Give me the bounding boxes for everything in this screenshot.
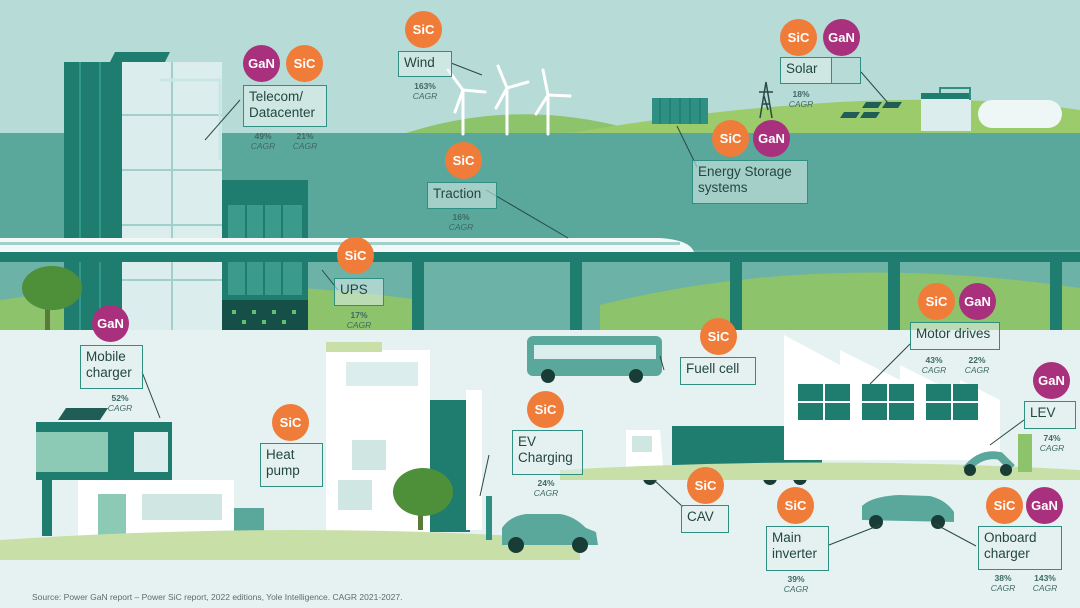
sic-badge-traction: SiC	[445, 142, 482, 179]
factory	[784, 335, 1000, 460]
sic-badge-onboard-charger: SiC	[986, 487, 1023, 524]
cagr-onboard-charger-gan: 143%CAGR	[1032, 573, 1058, 593]
tree-left	[22, 266, 82, 330]
label-onboard-charger: Onboard charger	[978, 526, 1062, 570]
label-telecom-datacenter: Telecom/ Datacenter	[243, 85, 327, 127]
label-heat-pump: Heat pump	[260, 443, 323, 487]
sic-badge-telecom: SiC	[286, 45, 323, 82]
label-lev: LEV	[1024, 401, 1076, 429]
sic-badge-heat-pump: SiC	[272, 404, 309, 441]
cagr-motor-drives-sic: 43%CAGR	[921, 355, 947, 375]
label-fuel-cell: Fuell cell	[680, 357, 756, 385]
label-ups: UPS	[334, 278, 384, 306]
sic-badge-wind: SiC	[405, 11, 442, 48]
scooter	[962, 434, 1032, 476]
sic-badge-solar: SiC	[780, 19, 817, 56]
wind-turbines	[446, 64, 572, 136]
label-mobile-charger: Mobile charger	[80, 345, 143, 389]
cagr-ups: 17%CAGR	[346, 310, 372, 330]
gan-badge-motor-drives: GaN	[959, 283, 996, 320]
wind-hill	[400, 114, 640, 135]
cagr-telecom-sic: 21%CAGR	[292, 131, 318, 151]
label-cav: CAV	[681, 505, 729, 533]
suv-car	[862, 495, 954, 529]
gan-badge-mobile-charger: GaN	[92, 305, 129, 342]
cagr-traction: 16%CAGR	[448, 212, 474, 232]
sic-badge-cav: SiC	[687, 467, 724, 504]
hydrogen-plant	[921, 87, 1062, 131]
house-left	[36, 408, 264, 538]
cagr-solar: 18%CAGR	[788, 89, 814, 109]
sic-badge-motor-drives: SiC	[918, 283, 955, 320]
cagr-lev: 74%CAGR	[1039, 433, 1065, 453]
gan-badge-telecom: GaN	[243, 45, 280, 82]
label-motor-drives: Motor drives	[910, 322, 1000, 350]
label-wind: Wind	[398, 51, 452, 77]
power-pylon	[759, 81, 773, 119]
sic-badge-ups: SiC	[337, 237, 374, 274]
telecom-tower	[64, 52, 222, 330]
cagr-main-inverter: 39%CAGR	[783, 574, 809, 594]
label-energy-storage: Energy Storage systems	[692, 160, 808, 204]
cagr-mobile-charger: 52%CAGR	[107, 393, 133, 413]
tree-middle	[393, 468, 453, 530]
gan-badge-lev: GaN	[1033, 362, 1070, 399]
ev-car	[486, 496, 598, 553]
label-main-inverter: Main inverter	[766, 526, 829, 571]
label-traction: Traction	[427, 182, 497, 209]
cagr-ev-charging: 24%CAGR	[533, 478, 559, 498]
cagr-motor-drives-gan: 22%CAGR	[964, 355, 990, 375]
grass-strip	[0, 530, 580, 560]
label-solar-box	[780, 57, 861, 84]
sic-badge-main-inverter: SiC	[777, 487, 814, 524]
sic-badge-ev-charging: SiC	[527, 391, 564, 428]
sic-badge-energy-storage: SiC	[712, 120, 749, 157]
solar-panels	[840, 102, 902, 118]
gan-badge-energy-storage: GaN	[753, 120, 790, 157]
label-solar: Solar	[780, 57, 832, 84]
gan-badge-onboard-charger: GaN	[1026, 487, 1063, 524]
right-hill	[600, 272, 1080, 330]
cagr-wind: 163%CAGR	[412, 81, 438, 101]
gan-badge-solar: GaN	[823, 19, 860, 56]
energy-storage-container	[652, 98, 708, 124]
source-note: Source: Power GaN report – Power SiC rep…	[32, 592, 403, 602]
rail-viaduct	[0, 252, 1080, 330]
label-ev-charging: EV Charging	[512, 430, 583, 475]
bus	[527, 336, 662, 383]
apartment-building	[326, 342, 482, 536]
cagr-telecom-gan: 49%CAGR	[250, 131, 276, 151]
cagr-onboard-charger-sic: 38%CAGR	[990, 573, 1016, 593]
sic-badge-fuel-cell: SiC	[700, 318, 737, 355]
